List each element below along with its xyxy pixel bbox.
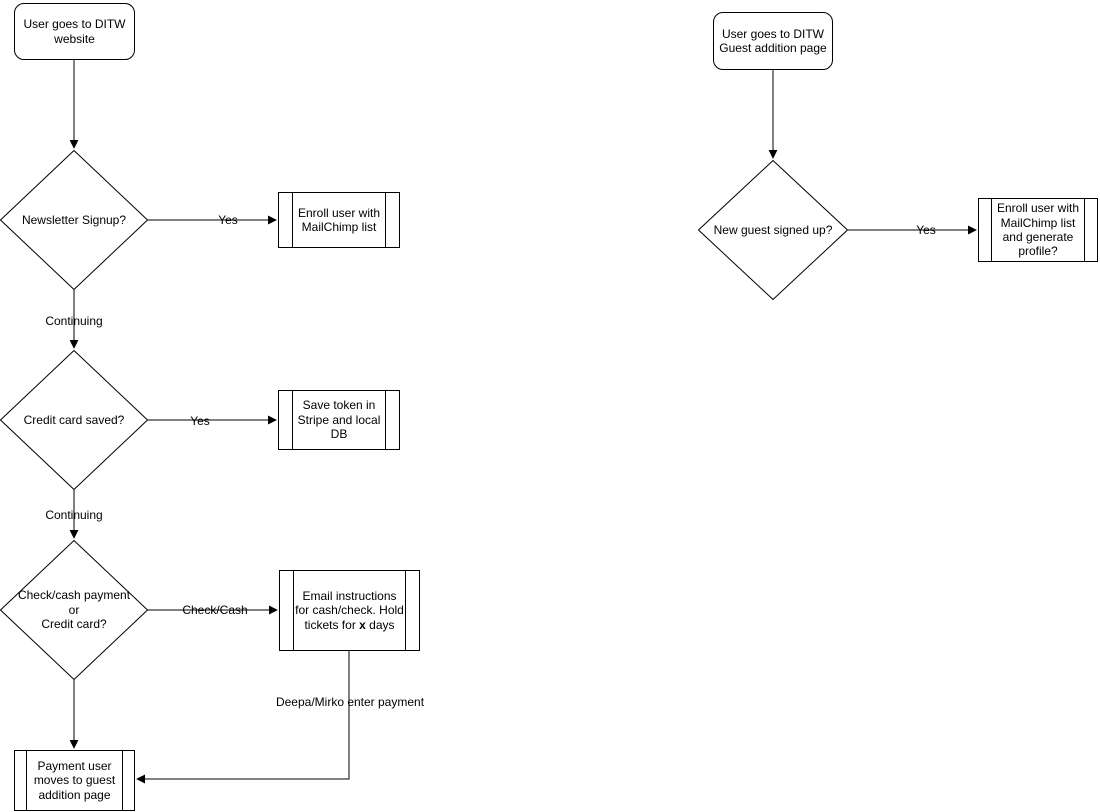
diamond-shape: [0, 150, 148, 290]
node-process-email-label: Email instructions for cash/check. Hold …: [295, 589, 404, 632]
node-decision-credit-card-saved: Credit card saved?: [0, 350, 148, 490]
connector-email-to-payment-page: [136, 651, 350, 784]
email-label-bold-x: x: [359, 617, 366, 632]
node-process-email-instructions: Email instructions for cash/check. Hold …: [279, 570, 420, 651]
edge-label-yes-credit: Yes: [190, 413, 210, 428]
node-decision-newsletter-signup: Newsletter Signup?: [0, 150, 148, 290]
diamond-shape: [0, 540, 148, 680]
node-process-save-token: Save token in Stripe and local DB: [278, 390, 400, 450]
process-left-bar: [292, 391, 293, 449]
process-right-bar: [385, 193, 386, 247]
process-right-bar: [405, 571, 406, 650]
node-decision-payment-type: Check/cash payment or Credit card?: [0, 540, 148, 680]
node-decision-new-guest: New guest signed up?: [698, 160, 848, 300]
email-label-post: days: [365, 617, 395, 632]
edge-label-yes-newsletter: Yes: [218, 212, 238, 227]
process-left-bar: [292, 193, 293, 247]
node-start-website: User goes to DITW website: [14, 3, 135, 60]
node-process-enroll-profile-label: Enroll user with MailChimp list and gene…: [996, 201, 1080, 259]
node-start-guest-page: User goes to DITW Guest addition page: [713, 12, 833, 70]
process-left-bar: [293, 571, 294, 650]
process-right-bar: [1084, 199, 1085, 261]
process-right-bar: [122, 751, 123, 810]
node-start-website-label: User goes to DITW website: [23, 17, 126, 46]
node-terminal-payment-label: Payment user moves to guest addition pag…: [33, 758, 116, 802]
process-left-bar: [991, 199, 992, 261]
edge-label-deepa-mirko: Deepa/Mirko enter payment: [275, 694, 425, 709]
node-process-save-token-label: Save token in Stripe and local DB: [297, 398, 381, 442]
email-label-pre: Email instructions for cash/check. Hold …: [295, 588, 404, 632]
node-decision-new-guest-label: New guest signed up?: [713, 222, 833, 237]
diamond-shape: [698, 160, 848, 300]
node-decision-newsletter-label: Newsletter Signup?: [21, 212, 127, 227]
process-left-bar: [26, 751, 27, 810]
process-right-bar: [385, 391, 386, 449]
node-terminal-payment-user: Payment user moves to guest addition pag…: [14, 750, 135, 811]
node-start-guest-label: User goes to DITW Guest addition page: [719, 26, 827, 55]
node-decision-payment-type-label: Check/cash payment or Credit card?: [17, 588, 131, 632]
edge-label-continuing-2: Continuing: [45, 507, 103, 522]
node-process-enroll-label: Enroll user with MailChimp list: [297, 205, 381, 234]
edge-label-continuing-1: Continuing: [45, 313, 103, 328]
node-process-enroll-generate-profile: Enroll user with MailChimp list and gene…: [978, 198, 1098, 262]
edge-label-check-cash: Check/Cash: [182, 602, 248, 617]
edge-label-yes-new-guest: Yes: [916, 222, 936, 237]
node-decision-credit-label: Credit card saved?: [23, 412, 125, 427]
diamond-shape: [0, 350, 148, 490]
node-process-enroll-mailchimp: Enroll user with MailChimp list: [278, 192, 400, 248]
